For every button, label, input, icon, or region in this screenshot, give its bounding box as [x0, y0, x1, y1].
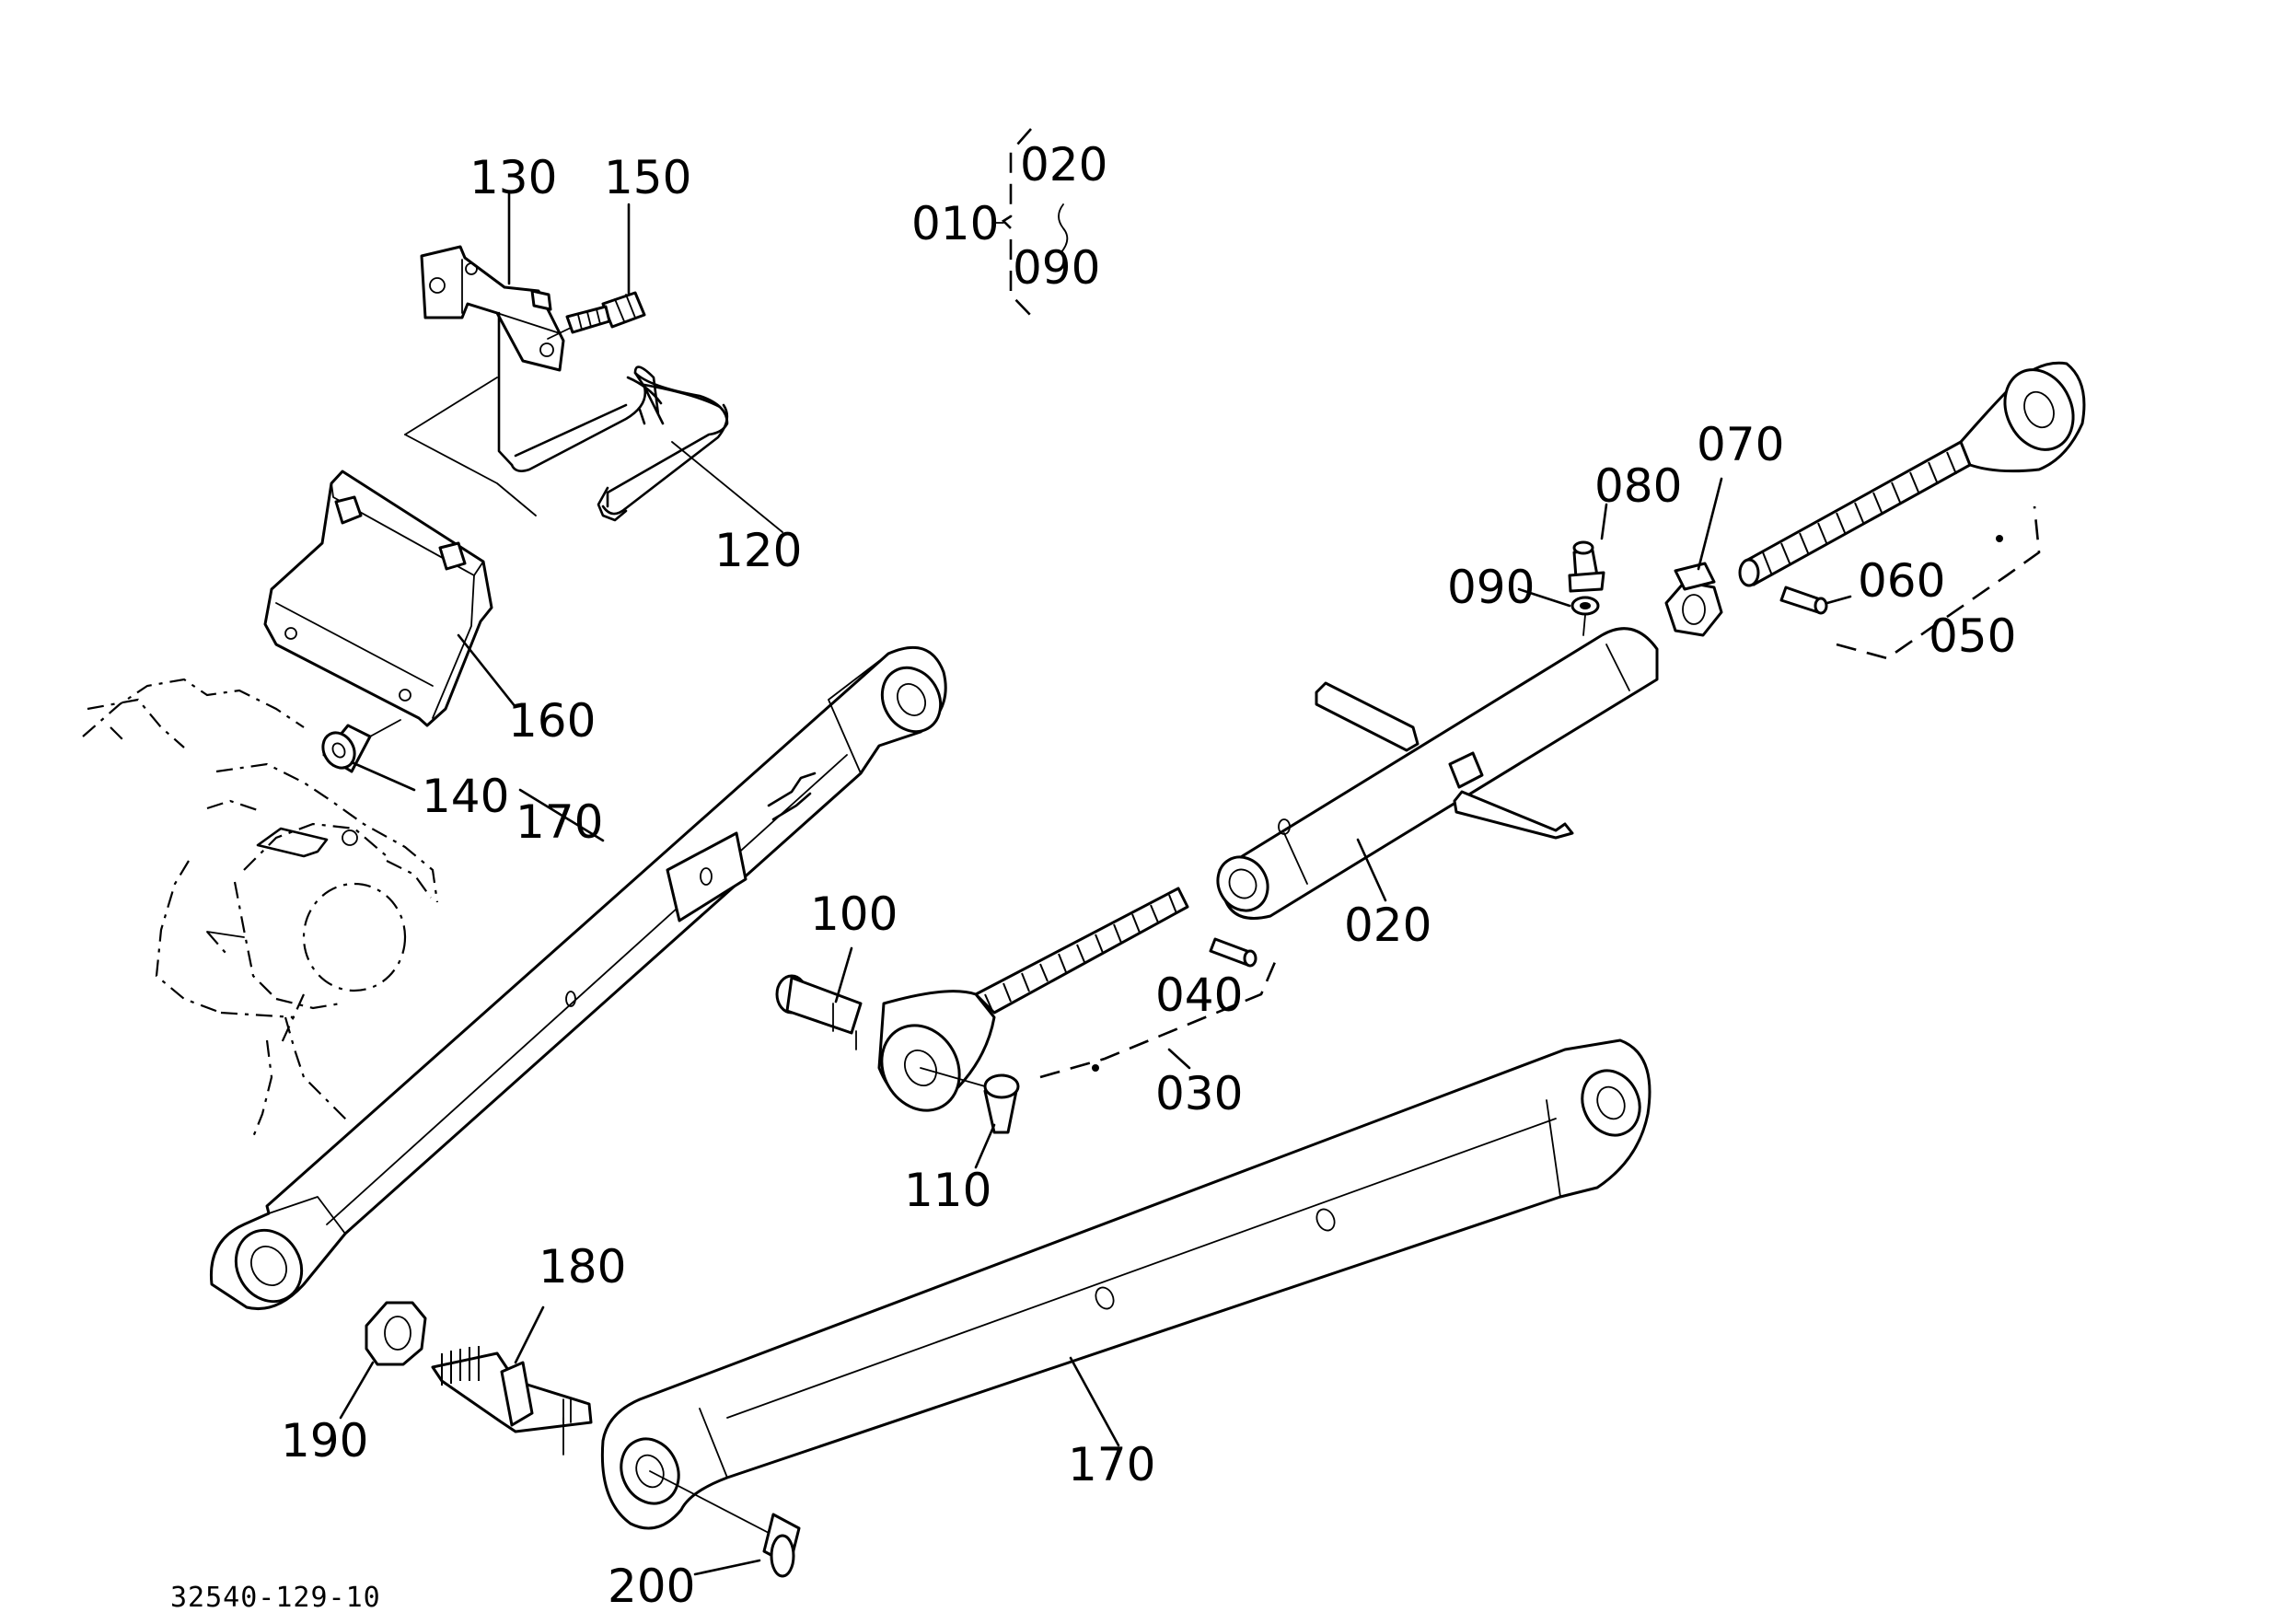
leader-070: [1697, 477, 1723, 571]
label-160: 160: [508, 694, 596, 748]
part-070-locknut: [1664, 562, 1723, 637]
part-170-upper-link: [209, 645, 947, 1311]
leader-170-lower: [1069, 1356, 1120, 1447]
label-110: 110: [904, 1164, 991, 1217]
leader-140: [350, 760, 416, 792]
label-130: 130: [469, 151, 557, 204]
leader-080: [1600, 503, 1608, 540]
leader-180: [514, 1305, 545, 1364]
bracket-050: [1836, 505, 2041, 660]
leader-190: [339, 1361, 375, 1420]
leader-020: [1356, 838, 1387, 902]
part-030-end: [877, 887, 1189, 1112]
leader-160: [457, 633, 517, 709]
label-070: 070: [1697, 418, 1784, 471]
leader-200: [693, 1559, 761, 1576]
part-180-pin: [431, 1346, 593, 1456]
part-130-bracket: [420, 245, 565, 467]
part-140-spacer: [321, 724, 372, 773]
label-140: 140: [422, 770, 509, 823]
label-120: 120: [714, 524, 802, 577]
leader-060: [1825, 595, 1852, 605]
part-100-pin: [775, 974, 863, 1050]
document-code: 32540-129-10: [170, 1582, 381, 1614]
part-200-pin: [649, 1470, 801, 1578]
label-100: 100: [810, 887, 898, 941]
label-180: 180: [539, 1240, 626, 1293]
label-170-lower: 170: [1068, 1438, 1155, 1491]
part-020-tube: [1216, 627, 1659, 920]
assembly-bracket: 010 020 090: [911, 128, 1107, 319]
label-080: 080: [1594, 459, 1682, 513]
bracket-range-start-label: 020: [1020, 138, 1107, 191]
leader-170-upper: [518, 788, 605, 842]
bracket-030: [1039, 961, 1277, 1079]
part-110-clip: [920, 1067, 1020, 1134]
part-160-mounting-plate: [263, 470, 493, 727]
label-200: 200: [608, 1560, 695, 1613]
part-050-end: [1738, 361, 2086, 587]
label-060: 060: [1858, 554, 1945, 608]
label-020: 020: [1344, 899, 1431, 952]
part-120-rod: [510, 365, 783, 533]
part-150-bolt: [547, 291, 646, 340]
leader-030: [1167, 1048, 1191, 1070]
leader-110: [974, 1123, 996, 1169]
label-050: 050: [1929, 609, 2016, 663]
label-090: 090: [1447, 561, 1535, 614]
bracket-range-end-label: 090: [1013, 241, 1100, 295]
label-190: 190: [281, 1414, 368, 1467]
bracket-parent-label: 010: [911, 197, 999, 250]
part-040-pin: [1209, 937, 1257, 968]
leader-130-to-bracket: [404, 377, 498, 435]
part-060-pin: [1779, 586, 1828, 615]
label-040: 040: [1155, 969, 1243, 1022]
tractor-housing-outline: [82, 678, 439, 1138]
label-030: 030: [1155, 1067, 1243, 1120]
leader-090: [1517, 587, 1571, 608]
leader-100: [834, 946, 853, 1003]
part-190-nut: [365, 1301, 427, 1366]
part-090-washer: [1570, 596, 1600, 636]
part-080-grease-nipple: [1568, 540, 1605, 593]
label-150: 150: [604, 151, 691, 204]
part-170-lower-link: [600, 1038, 1651, 1530]
label-170-upper: 170: [516, 795, 603, 849]
